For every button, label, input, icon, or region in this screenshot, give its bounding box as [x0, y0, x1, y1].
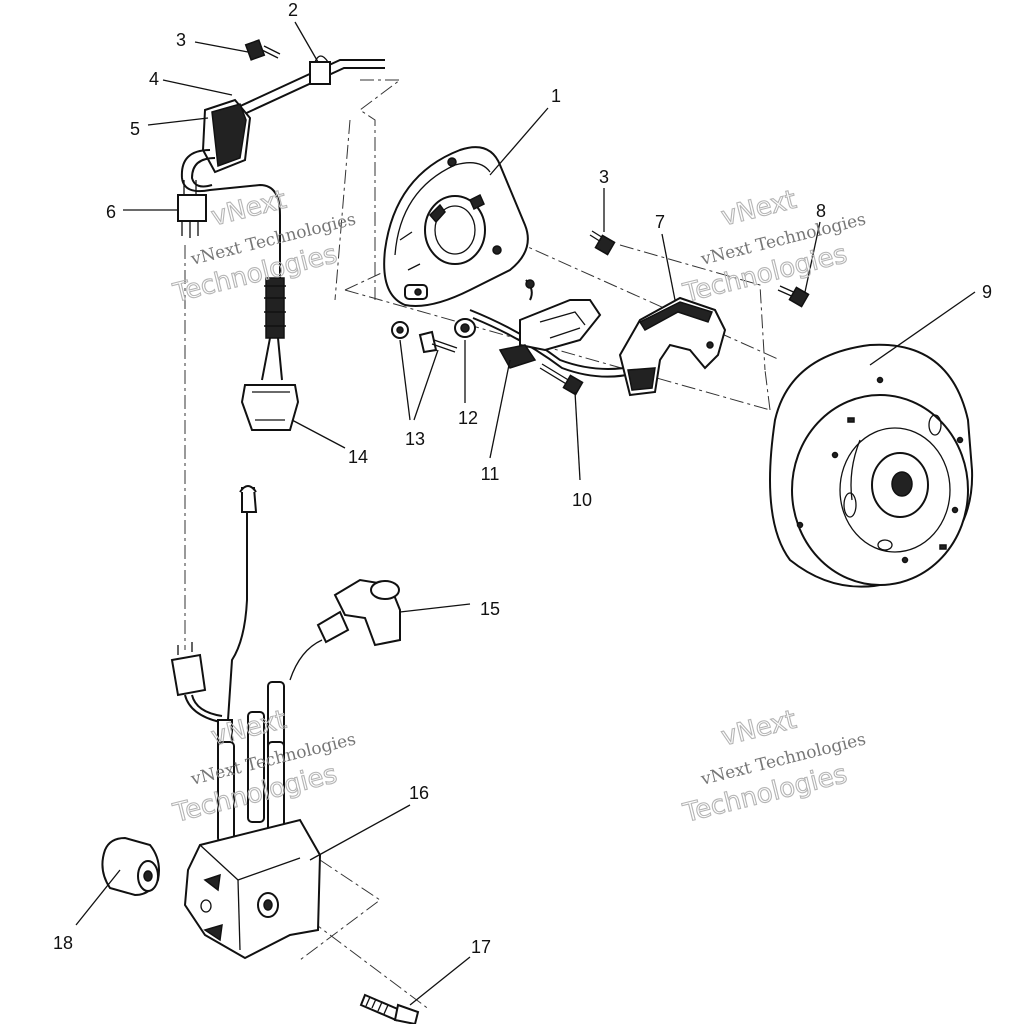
part-14-coil-lead	[240, 277, 300, 431]
watermark-vnext: vNext	[718, 185, 799, 232]
watermark-top-right: vNext vNext Technologies Technologies	[679, 184, 868, 309]
callout-11: 11	[481, 464, 500, 484]
part-11-pulser-bracket	[469, 279, 641, 378]
part-16-ignition-coil	[183, 681, 322, 960]
leader-lines	[75, 21, 976, 1006]
part-8-screw	[777, 285, 810, 308]
callout-labels: 1 2 3 4 5 6 3 7 8 9 10 11 12 13 14 15 16…	[53, 0, 992, 957]
callout-3-right: 3	[599, 167, 609, 187]
part-10-screw	[539, 363, 584, 396]
watermark-bottom-right: vNext vNext Technologies Technologies	[679, 704, 868, 829]
part-1-stator-plate	[383, 146, 529, 307]
part-9-flywheel	[769, 343, 974, 588]
part-12-spacer	[454, 318, 476, 338]
part-6-connector	[177, 180, 207, 238]
part-5-regulator	[201, 98, 252, 174]
callout-9: 9	[982, 282, 992, 302]
assembly-axes	[184, 79, 781, 1011]
part-18-spacer	[101, 836, 160, 897]
callout-18: 18	[53, 933, 73, 953]
callout-7: 7	[655, 212, 665, 232]
watermark-bottom-left: vNext vNext Technologies Technologies	[169, 704, 358, 829]
part-wire-harness	[177, 39, 385, 431]
callout-6: 6	[106, 202, 116, 222]
callout-15: 15	[480, 599, 500, 619]
callout-13: 13	[405, 429, 425, 449]
callout-1: 1	[551, 86, 561, 106]
watermark-top-left: vNext vNext Technologies Technologies	[169, 184, 358, 309]
part-15-spark-plug-cap	[289, 578, 401, 681]
callout-8: 8	[816, 201, 826, 221]
callout-3-top: 3	[176, 30, 186, 50]
callout-2: 2	[288, 0, 298, 20]
callout-10: 10	[572, 490, 592, 510]
watermark-vnext: vNext	[208, 185, 289, 232]
callout-14: 14	[348, 447, 368, 467]
part-17-bolt	[359, 993, 420, 1024]
watermark-vnext: vNext	[718, 705, 799, 752]
callout-17: 17	[471, 937, 491, 957]
callout-16: 16	[409, 783, 429, 803]
part-3-screw-right	[589, 230, 616, 256]
callout-5: 5	[130, 119, 140, 139]
part-stator-bolt-stack	[404, 284, 428, 300]
callout-12: 12	[458, 408, 478, 428]
callout-4: 4	[149, 69, 159, 89]
part-3-screw-top	[244, 39, 281, 61]
part-13-screw-washer	[391, 321, 458, 354]
part-2-clamp	[309, 61, 331, 85]
part-7-charge-coil	[618, 296, 727, 397]
